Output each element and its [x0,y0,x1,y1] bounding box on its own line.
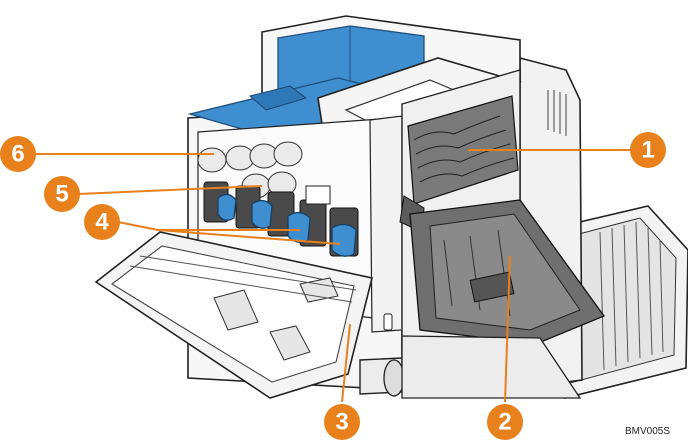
leader-line-5 [77,185,263,195]
callout-6: 6 [0,136,36,172]
transfer-unit [409,199,606,345]
callout-2: 2 [487,404,523,440]
leader-line-2 [504,255,511,403]
fusing-cavity [399,69,606,399]
callout-number-5: 5 [55,181,68,208]
callout-4: 4 [84,204,120,240]
leader-line-3 [341,323,351,403]
leader-lines [32,149,632,403]
callout-number-4: 4 [95,209,109,236]
callout-3: 3 [324,404,360,440]
front-cover [94,231,373,399]
callout-1: 1 [630,132,666,168]
leader-line-4b [157,229,341,245]
callout-number-3: 3 [335,409,348,436]
callout-number-6: 6 [11,141,24,168]
callout-number-1: 1 [641,137,654,164]
figure-code-label: BMV005S [624,426,670,437]
callout-number-2: 2 [498,409,511,436]
callout-5: 5 [44,176,80,212]
